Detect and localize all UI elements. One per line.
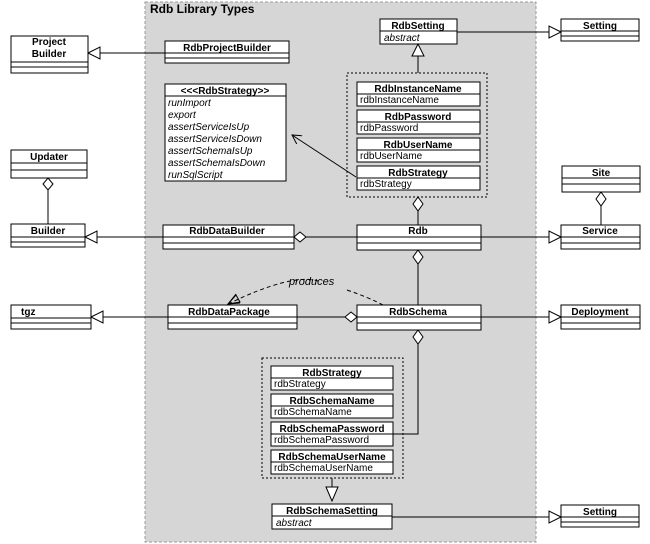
method-assert-schema-is-down: assertSchemaIsDown <box>168 158 266 169</box>
arrowheads <box>83 25 563 524</box>
class-name: RdbUserName <box>384 140 453 151</box>
class-project-builder[interactable]: Project Builder <box>10 35 89 74</box>
class-schema-rdb-strategy[interactable]: RdbStrategy rdbStrategy <box>270 365 394 391</box>
class-updater[interactable]: Updater <box>10 149 88 179</box>
class-rdb-schema-name[interactable]: RdbSchemaName rdbSchemaName <box>270 393 394 419</box>
class-rdb-schema[interactable]: RdbSchema <box>356 304 482 331</box>
class-rdb-schema-setting[interactable]: RdbSchemaSetting abstract <box>271 503 393 530</box>
class-name: RdbSchema <box>389 307 447 318</box>
class-service[interactable]: Service <box>560 224 641 250</box>
class-setting-top[interactable]: Setting <box>560 18 640 42</box>
class-setting-bottom[interactable]: Setting <box>560 504 640 528</box>
class-name: Updater <box>30 152 68 163</box>
class-name: Project <box>32 37 67 48</box>
method-run-import: runImport <box>168 98 212 109</box>
class-attribute: rdbInstanceName <box>360 95 439 106</box>
class-rdb-strategy-interface[interactable]: <<<RdbStrategy>> runImport export assert… <box>164 83 287 182</box>
gen-arrow-service <box>548 230 563 244</box>
edge-rdbschema-schemagroup <box>392 344 419 435</box>
class-name: Builder <box>32 49 67 60</box>
class-name: RdbSchemaName <box>289 396 374 407</box>
class-attribute: rdbSchemaName <box>274 407 352 418</box>
gen-arrow-rdbsetting <box>411 42 425 57</box>
produces-label: produces <box>288 276 335 288</box>
class-stereotype: abstract <box>276 518 313 529</box>
class-name: Rdb <box>408 226 427 237</box>
class-deployment[interactable]: Deployment <box>560 304 641 330</box>
schema-settings-group <box>261 357 404 479</box>
gen-arrow-setting-bottom <box>548 510 563 524</box>
diamond-rdb-bottom <box>412 249 424 265</box>
class-name: RdbProjectBuilder <box>183 43 271 54</box>
method-assert-service-is-up: assertServiceIsUp <box>168 122 250 133</box>
connectors <box>47 31 602 518</box>
class-name: RdbSchemaPassword <box>279 424 384 435</box>
class-name: Builder <box>31 226 66 237</box>
class-rdb-setting[interactable]: RdbSetting abstract <box>379 18 458 45</box>
method-run-sql-script: runSqlScript <box>168 170 224 181</box>
package-title: Rdb Library Types <box>150 2 255 16</box>
gen-arrow-tgz <box>89 310 104 324</box>
class-attribute: rdbUserName <box>360 151 423 162</box>
class-name: <<<RdbStrategy>> <box>181 86 270 97</box>
class-name: RdbStrategy <box>302 368 362 379</box>
class-attribute: rdbPassword <box>360 123 418 134</box>
class-name: RdbPassword <box>385 112 452 123</box>
diamond-rdbdatabuilder <box>293 231 307 243</box>
class-rdb-instance-name[interactable]: RdbInstanceName rdbInstanceName <box>356 81 481 107</box>
class-name: RdbStrategy <box>388 168 448 179</box>
class-rdb-strategy-setting[interactable]: RdbStrategy rdbStrategy <box>356 165 481 191</box>
class-rdb-password[interactable]: RdbPassword rdbPassword <box>356 109 481 135</box>
class-rdb-user-name[interactable]: RdbUserName rdbUserName <box>356 137 481 163</box>
method-export: export <box>168 110 197 121</box>
class-rdb-data-package[interactable]: RdbDataPackage <box>167 304 298 330</box>
class-attribute: rdbSchemaUserName <box>274 463 373 474</box>
edge-produces-right <box>346 289 384 306</box>
class-rdb-project-builder[interactable]: RdbProjectBuilder <box>164 40 290 64</box>
class-rdb-schema-user-name[interactable]: RdbSchemaUserName rdbSchemaUserName <box>270 449 394 475</box>
class-name: Site <box>592 168 611 179</box>
class-name: RdbSchemaSetting <box>286 506 378 517</box>
gen-arrow-projectbuilder <box>86 46 101 60</box>
edge-strategy-dependency <box>292 135 357 178</box>
class-stereotype: abstract <box>384 33 421 44</box>
diamond-site <box>595 191 607 207</box>
class-site[interactable]: Site <box>561 165 641 193</box>
gen-arrow-setting-top <box>548 25 563 39</box>
produces-arrowhead-lines <box>227 293 241 305</box>
class-name: RdbDataBuilder <box>189 226 265 237</box>
method-assert-schema-is-up: assertSchemaIsUp <box>168 146 253 157</box>
edge-produces-left <box>227 278 319 305</box>
class-name: Service <box>582 226 618 237</box>
class-rdb-data-builder[interactable]: RdbDataBuilder <box>162 224 295 250</box>
class-name: Setting <box>583 21 617 32</box>
gen-arrow-builder <box>83 230 98 244</box>
class-builder[interactable]: Builder <box>10 223 86 248</box>
class-tgz[interactable]: tgz <box>10 304 92 330</box>
class-name: Deployment <box>571 307 629 318</box>
diamond-rdbschema-bottom <box>412 329 424 345</box>
class-rdb[interactable]: Rdb <box>356 224 482 251</box>
class-rdb-schema-password[interactable]: RdbSchemaPassword rdbSchemaPassword <box>270 421 394 447</box>
gen-arrow-rdbschemasetting <box>325 486 339 503</box>
class-attribute: rdbStrategy <box>274 379 326 390</box>
diamond-group-bottom <box>412 196 424 212</box>
class-name: RdbSchemaUserName <box>278 452 386 463</box>
gen-arrow-deployment <box>548 310 563 324</box>
class-name: RdbInstanceName <box>374 84 462 95</box>
rdb-settings-group <box>346 72 488 198</box>
class-name: tgz <box>21 307 35 318</box>
class-name: RdbSetting <box>391 21 444 32</box>
diamond-updater <box>42 177 54 191</box>
class-name: RdbDataPackage <box>188 307 270 318</box>
class-name: Setting <box>583 507 617 518</box>
method-assert-service-is-down: assertServiceIsDown <box>168 134 262 145</box>
class-attribute: rdbStrategy <box>360 179 412 190</box>
class-attribute: rdbSchemaPassword <box>274 435 369 446</box>
diamonds <box>42 177 607 345</box>
